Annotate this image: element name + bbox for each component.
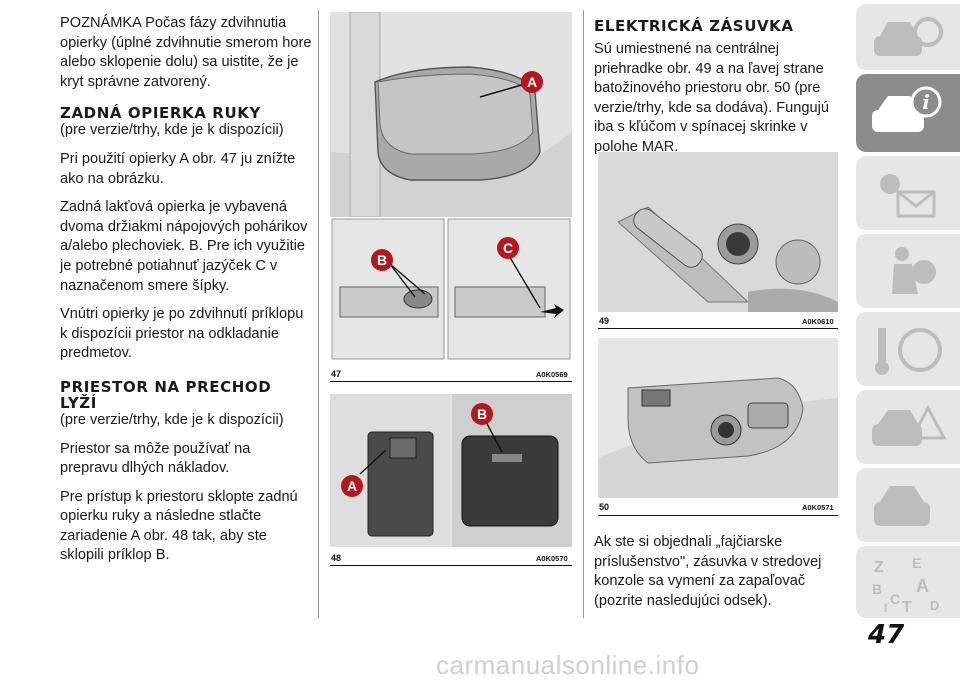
arrow-icon	[540, 304, 564, 318]
sidebar-tab-maintenance[interactable]	[856, 468, 960, 542]
figure-50-trunk-socket	[598, 338, 838, 498]
section-heading-ski-hatch-line2: LYŽÍ	[60, 393, 97, 412]
sidebar-tab-info-active[interactable]: i	[856, 74, 960, 152]
figure-code: A0K0570	[536, 554, 568, 563]
alphabet-index-icon: Z E B A C T D I	[872, 555, 939, 614]
label-a: A	[347, 478, 357, 494]
caption-rule	[330, 381, 572, 382]
sidebar-tab-dashboard[interactable]	[856, 4, 960, 70]
warning-light-envelope-icon	[880, 174, 936, 218]
figure-49-center-socket	[598, 152, 838, 312]
svg-text:A: A	[916, 576, 929, 596]
page-number: 47	[868, 620, 905, 650]
figure-47-armrest: A B C	[330, 12, 572, 365]
svg-text:Z: Z	[874, 559, 884, 576]
text-column-right: ELEKTRICKÁ ZÁSUVKA Sú umiestnené na cent…	[594, 19, 844, 167]
paragraph: Pre prístup k priestoru sklopte zadnú op…	[60, 488, 298, 564]
caption-rule	[598, 515, 838, 516]
car-info-icon: i	[872, 86, 942, 132]
paragraph: Sú umiestnené na centrálnej priehradke o…	[594, 41, 829, 155]
trunk-socket-illustration	[598, 338, 838, 498]
svg-text:i: i	[922, 90, 930, 114]
svg-text:D: D	[930, 598, 939, 613]
paragraph: Zadná lakťová opierka je vybavená dvoma …	[60, 199, 308, 294]
figure-number: 50	[599, 502, 610, 512]
figure-code: A0K0571	[802, 503, 834, 512]
paragraph: Vnútri opierky je po zdvihnutí príklopu …	[60, 306, 304, 362]
paragraph: Priestor sa môže používať na prepravu dl…	[60, 440, 251, 477]
figure-code: A0K0610	[802, 317, 834, 326]
figure-48-ski-hatch: A B	[330, 394, 572, 547]
car-front-icon	[874, 486, 930, 526]
paragraph: Ak ste si objednali „fajčiarske prísluše…	[594, 534, 822, 609]
section-subtitle: (pre verzie/trhy, kde je k dispozícii)	[60, 122, 284, 139]
car-steering-wheel-icon	[874, 17, 943, 56]
armrest-illustration: A B C	[330, 12, 572, 365]
svg-text:T: T	[902, 599, 912, 614]
note-paragraph: POZNÁMKA Počas fázy zdvihnutia opierky (…	[60, 15, 312, 90]
sidebar-tab-index[interactable]: Z E B A C T D I	[856, 546, 960, 618]
watermark: carmanualsonline.info	[436, 650, 700, 680]
section-heading-power-socket: ELEKTRICKÁ ZÁSUVKA	[594, 17, 794, 35]
label-b: B	[477, 406, 487, 422]
section-heading-rear-armrest: ZADNÁ OPIERKA RUKY	[60, 104, 261, 123]
svg-text:B: B	[872, 581, 882, 597]
car-warning-triangle-icon	[872, 404, 947, 446]
sidebar-tab-warnings[interactable]	[856, 156, 960, 230]
column-divider	[318, 10, 319, 618]
sidebar-tab-emergency[interactable]	[856, 390, 960, 464]
figure-code: A0K0569	[536, 370, 568, 379]
airbag-passenger-icon	[892, 247, 936, 294]
section-heading-ski-hatch: PRIESTOR NA PRECHOD	[60, 377, 272, 396]
caption-rule	[598, 328, 838, 329]
text-column-left: POZNÁMKA Počas fázy zdvihnutia opierky (…	[60, 14, 312, 575]
sidebar-tab-driving[interactable]	[856, 312, 960, 386]
paragraph: Pri použití opierky A obr. 47 ju znížte …	[60, 150, 296, 187]
key-steering-wheel-icon	[875, 328, 942, 375]
ski-hatch-illustration: A B	[330, 394, 572, 547]
column-divider	[583, 10, 584, 618]
svg-text:E: E	[912, 555, 921, 571]
figure-number: 48	[331, 553, 342, 563]
figure-number: 49	[599, 316, 610, 326]
text-column-right-lower: Ak ste si objednali „fajčiarske prísluše…	[594, 533, 844, 620]
label-a: A	[527, 74, 537, 90]
caption-rule	[330, 565, 572, 566]
section-subtitle: (pre verzie/trhy, kde je k dispozícii)	[60, 411, 284, 428]
center-socket-illustration	[598, 152, 838, 312]
sidebar-tab-safety[interactable]	[856, 234, 960, 308]
label-b: B	[377, 252, 387, 268]
svg-text:C: C	[890, 591, 900, 607]
label-c: C	[503, 240, 513, 256]
figure-number: 47	[331, 369, 342, 379]
svg-text:I: I	[884, 601, 887, 614]
